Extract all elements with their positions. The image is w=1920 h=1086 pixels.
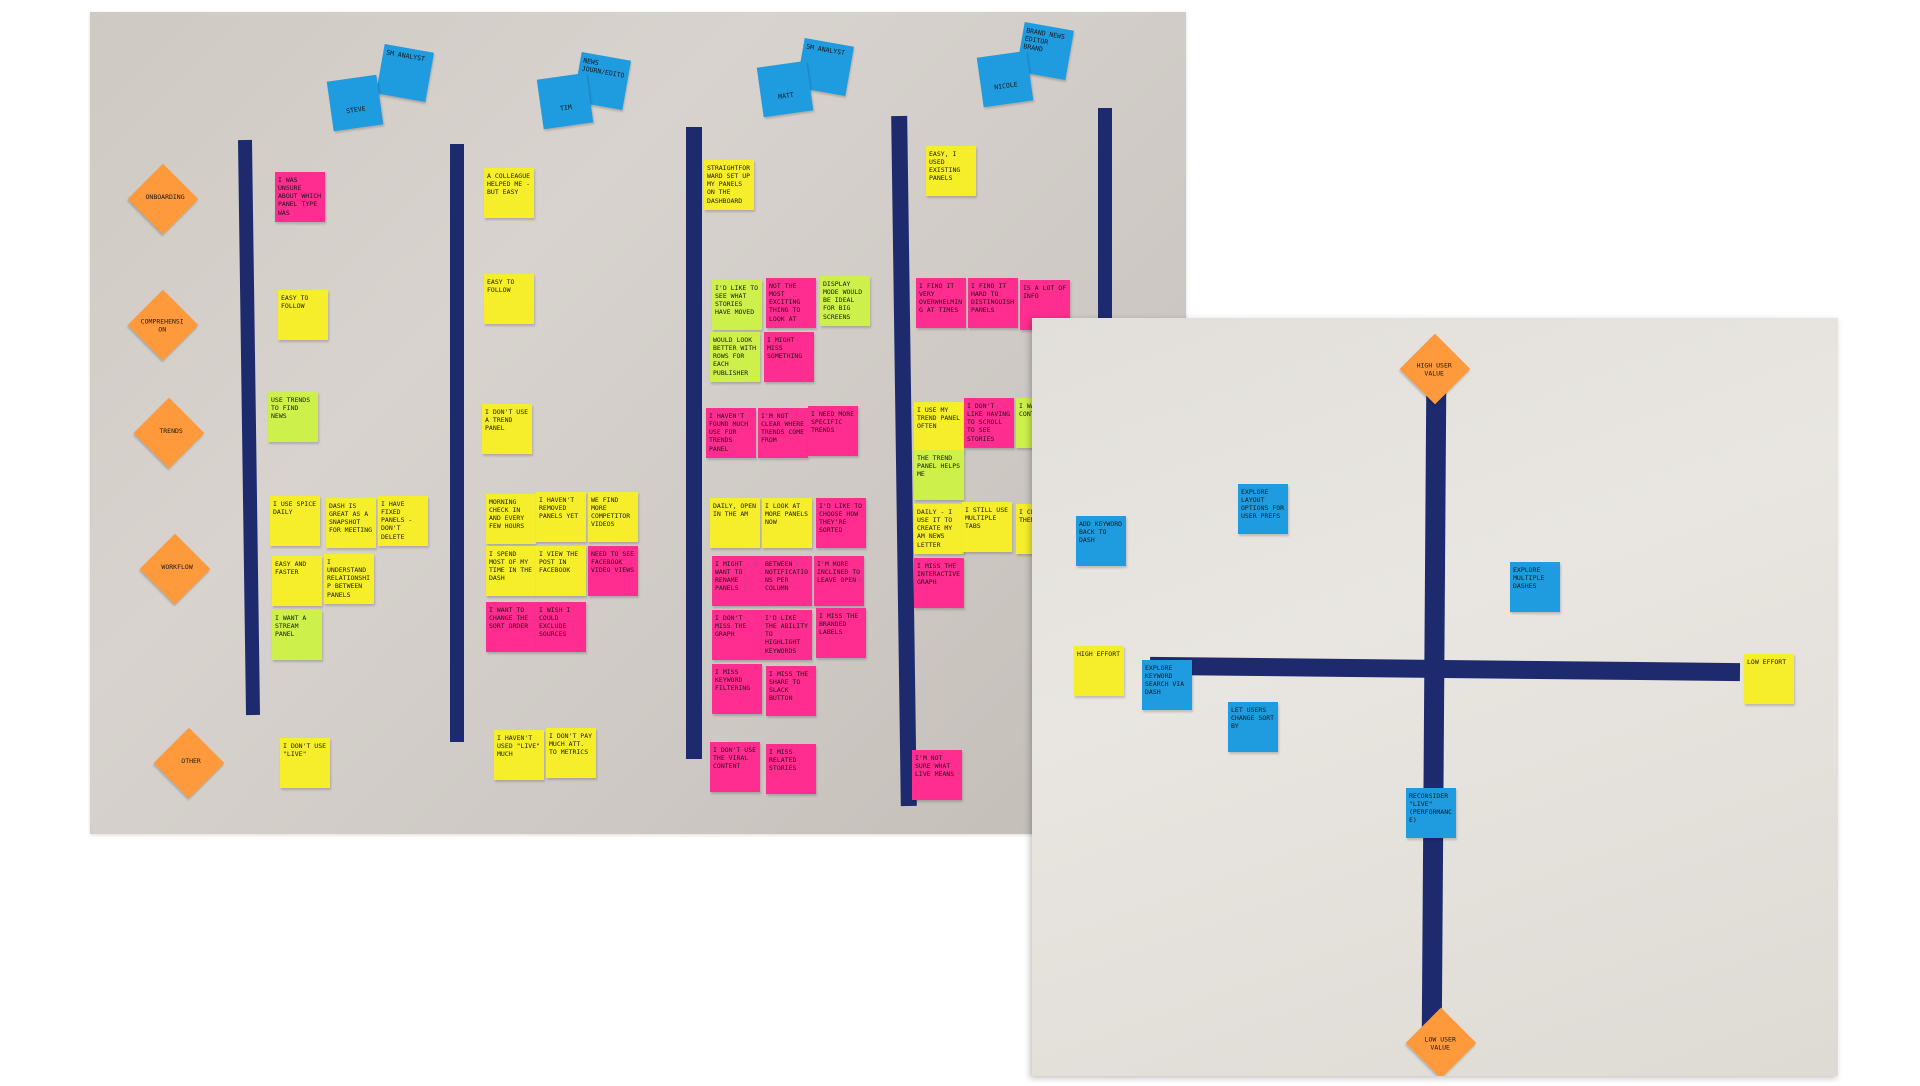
sticky-note: I DON'T USE "LIVE" [280,738,330,788]
persona-role-note: SM ANALYST [376,44,434,102]
sticky-note: I MISS THE BRANDED LABELS [816,608,866,658]
sticky-note: I NEED MORE SPECIFIC TRENDS [808,406,858,456]
sticky-note: EASY, I USED EXISTING PANELS [926,146,976,196]
sticky-note: I FIND IT HARD TO DISTINGUISH PANELS [968,278,1018,328]
persona-name-note: MATT [756,60,814,118]
tape-strip [237,139,261,716]
sticky-note: EASY TO FOLLOW [484,274,534,324]
sticky-note: DAILY - I USE IT TO CREATE MY AM NEWS LE… [914,504,964,554]
sticky-note: I HAVEN'T REMOVED PANELS YET [536,492,586,542]
sticky-note: EASY TO FOLLOW [278,290,328,340]
axis-label-high-user-value: HIGH USER VALUE [1399,333,1471,405]
sticky-note: I USE SPICE DAILY [270,496,320,546]
sticky-note: DAILY, OPEN IN THE AM [710,498,760,548]
matrix-note: LET USERS CHANGE SORT BY [1228,702,1278,752]
matrix-horizontal-axis [1149,656,1741,682]
axis-label-high-effort: HIGH EFFORT [1074,646,1124,696]
sticky-note: STRAIGHTFORWARD SET UP MY PANELS ON THE … [704,160,754,210]
sticky-note: I'D LIKE TO CHOOSE HOW THEY'RE SORTED [816,498,866,548]
sticky-note: I'D LIKE TO SEE WHAT STORIES HAVE MOVED [712,280,762,330]
sticky-note: DASH IS GREAT AS A SNAPSHOT FOR MEETING [326,498,376,548]
sticky-note: I VIEW THE POST IN FACEBOOK [536,546,586,596]
sticky-note: I HAVEN'T USED "LIVE" MUCH [494,730,544,780]
sticky-note: NOT THE MOST EXCITING THING TO LOOK AT [766,278,816,328]
sticky-note: MORNING CHECK IN AND EVERY FEW HOURS [486,494,536,544]
sticky-note: I'M NOT CLEAR WHERE TRENDS COME FROM [758,408,808,458]
persona-name-note: TIM [536,72,594,130]
matrix-note: ADD KEYWORD BACK TO DASH [1076,516,1126,566]
sticky-note: I SPEND MOST OF MY TIME IN THE DASH [486,546,536,596]
sticky-note: A COLLEAGUE HELPED ME - BUT EASY [484,168,534,218]
affinity-wall-photo: SM ANALYST STEVE NEWS JOURN/EDITOR TIM S… [90,12,1186,834]
sticky-note: USE TRENDS TO FIND NEWS [268,392,318,442]
sticky-note: THE TREND PANEL HELPS ME [914,450,964,500]
row-label-other: OTHER [153,727,225,799]
sticky-note: I WANT TO CHANGE THE SORT ORDER [486,602,536,652]
sticky-note: BETWEEN NOTIFICATIONS PER COLUMN [762,556,812,606]
sticky-note: I MIGHT WANT TO RENAME PANELS [712,556,762,606]
row-label-comprehension: COMPREHENSION [127,289,199,361]
matrix-note: RECONSIDER "LIVE" (PERFORMANCE) [1406,788,1456,838]
sticky-note: I'M NOT SURE WHAT LIVE MEANS [912,750,962,800]
sticky-note: I MISS THE INTERACTIVE GRAPH [914,558,964,608]
sticky-note: I DON'T USE A TREND PANEL [482,404,532,454]
sticky-note: DISPLAY MODE WOULD BE IDEAL FOR BIG SCRE… [820,276,870,326]
sticky-note: I USE MY TREND PANEL OFTEN [914,402,964,452]
sticky-note: I MIGHT MISS SOMETHING [764,332,814,382]
sticky-note: I STILL USE MULTIPLE TABS [962,502,1012,552]
sticky-note: I MISS THE SHARE TO SLACK BUTTON [766,666,816,716]
sticky-note: I LOOK AT MORE PANELS NOW [762,498,812,548]
sticky-note: I'M MORE INCLINED TO LEAVE OPEN [814,556,864,606]
sticky-note: I HAVE FIXED PANELS - DON'T DELETE [378,496,428,546]
matrix-note: EXPLORE KEYWORD SEARCH VIA DASH [1142,660,1192,710]
sticky-note: I HAVEN'T FOUND MUCH USE FOR TRENDS PANE… [706,408,756,458]
axis-label-low-effort: LOW EFFORT [1744,654,1794,704]
sticky-note: I WISH I COULD EXCLUDE SOURCES [536,602,586,652]
sticky-note: I FIND IT VERY OVERWHELMING AT TIMES [916,278,966,328]
persona-name-note: STEVE [326,74,384,132]
sticky-note: I MISS RELATED STORIES [766,744,816,794]
sticky-note: I DON'T PAY MUCH ATT. TO METRICS [546,728,596,778]
axis-label-low-user-value: LOW USER VALUE [1405,1007,1477,1076]
sticky-note: NEED TO SEE FACEBOOK VIDEO VIEWS [588,546,638,596]
sticky-note: I WAS UNSURE ABOUT WHICH PANEL TYPE WAS [275,172,325,222]
sticky-note: I DON'T LIKE HAVING TO SCROLL TO SEE STO… [964,398,1014,448]
sticky-note: I'D LIKE THE ABILITY TO HIGHLIGHT KEYWOR… [762,610,812,660]
sticky-note: I DON'T USE THE VIRAL CONTENT [710,742,760,792]
priority-matrix-photo: HIGH USER VALUE LOW USER VALUE HIGH EFFO… [1032,318,1838,1076]
sticky-note: I DON'T MISS THE GRAPH [712,610,762,660]
sticky-note: EASY AND FASTER [272,556,322,606]
matrix-note: EXPLORE LAYOUT OPTIONS FOR USER PREFS [1238,484,1288,534]
row-label-trends: TRENDS [133,397,205,469]
sticky-note: WE FIND MORE COMPETITOR VIDEOS [588,492,638,542]
sticky-note: WOULD LOOK BETTER WITH ROWS FOR EACH PUB… [710,332,760,382]
tape-strip [450,144,464,742]
tape-strip [686,127,702,759]
persona-name-note: NICOLE [976,50,1034,108]
row-label-onboarding: ONBOARDING [127,163,199,235]
matrix-vertical-axis [1421,373,1447,1055]
tape-strip [891,115,917,807]
tape-strip [1098,108,1112,333]
matrix-note: EXPLORE MULTIPLE DASHES [1510,562,1560,612]
sticky-note: I UNDERSTAND RELATIONSHIP BETWEEN PANELS [324,554,374,604]
sticky-note: I WANT A STREAM PANEL [272,610,322,660]
sticky-note: I MISS KEYWORD FILTERING [712,664,762,714]
row-label-workflow: WORKFLOW [139,533,211,605]
